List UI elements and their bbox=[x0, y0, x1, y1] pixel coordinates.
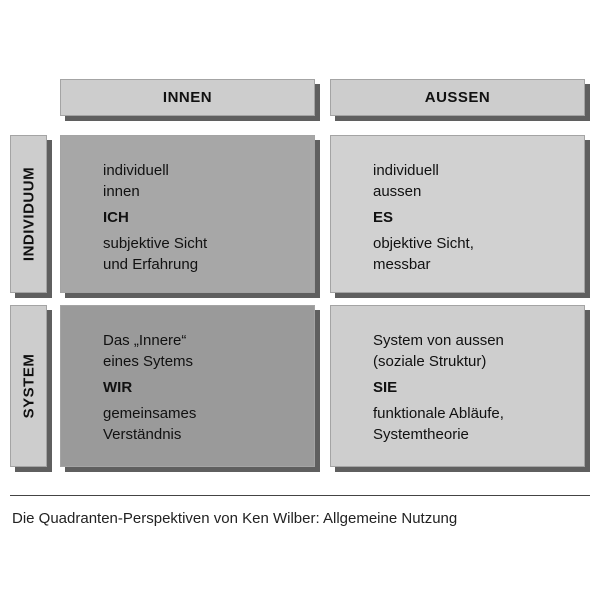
quadrant-wir-line2: eines Sytems bbox=[103, 353, 194, 370]
quadrant-es-key: ES bbox=[373, 209, 394, 226]
quadrant-ich-line3: subjektive Sicht bbox=[103, 235, 208, 252]
quadrant-wir-key: WIR bbox=[103, 379, 133, 396]
quadrant-sie-key: SIE bbox=[373, 379, 398, 396]
quadrant-es-line1: individuell bbox=[373, 162, 439, 179]
figure-caption: Die Quadranten-Perspektiven von Ken Wilb… bbox=[12, 510, 458, 527]
quadrant-wir-line1: Das „Innere“ bbox=[103, 332, 187, 349]
row-individuum: INDIVIDUUM bbox=[10, 135, 47, 293]
quadrant-wir-line4: Verständnis bbox=[103, 426, 182, 443]
quadrant-sie-line2: (soziale Struktur) bbox=[373, 353, 487, 370]
quadrant-ich: individuell innen ICH subjektive Sicht u… bbox=[60, 135, 315, 293]
row-individuum-label: INDIVIDUUM bbox=[20, 166, 37, 262]
quadrant-sie-line4: Systemtheorie bbox=[373, 426, 469, 443]
quadrant-sie: System von aussen (soziale Struktur) SIE… bbox=[330, 305, 585, 467]
header-innen: INNEN bbox=[60, 79, 315, 116]
quadrant-ich-key: ICH bbox=[103, 209, 129, 226]
quadrant-es: individuell aussen ES objektive Sicht, m… bbox=[330, 135, 585, 293]
row-system: SYSTEM bbox=[10, 305, 47, 467]
quadrant-es-line2: aussen bbox=[373, 183, 422, 200]
header-innen-label: INNEN bbox=[162, 89, 213, 106]
quadrant-ich-line4: und Erfahrung bbox=[103, 256, 199, 273]
quadrant-ich-line2: innen bbox=[103, 183, 140, 200]
header-aussen: AUSSEN bbox=[330, 79, 585, 116]
row-system-label: SYSTEM bbox=[20, 353, 37, 419]
caption-divider bbox=[10, 495, 590, 496]
quadrant-sie-line3: funktionale Abläufe, bbox=[373, 405, 504, 422]
quadrant-ich-line1: individuell bbox=[103, 162, 169, 179]
header-aussen-label: AUSSEN bbox=[424, 89, 491, 106]
quadrant-es-line4: messbar bbox=[373, 256, 431, 273]
quadrant-wir-line3: gemeinsames bbox=[103, 405, 197, 422]
quadrant-es-line3: objektive Sicht, bbox=[373, 235, 474, 252]
quadrant-wir: Das „Innere“ eines Sytems WIR gemeinsame… bbox=[60, 305, 315, 467]
quadrant-sie-line1: System von aussen bbox=[373, 332, 504, 349]
